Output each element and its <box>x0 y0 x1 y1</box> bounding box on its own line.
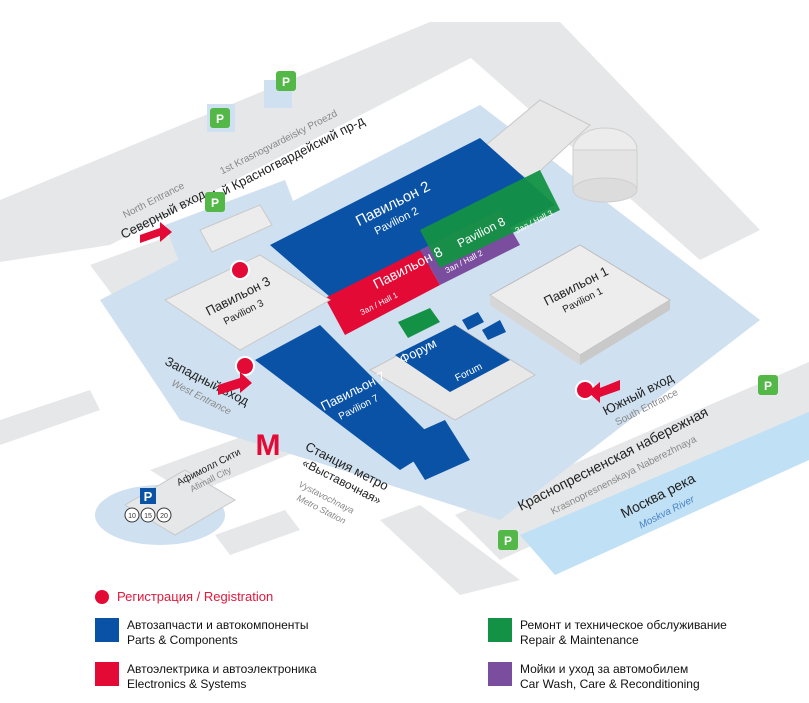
pavilion-2[interactable] <box>270 138 555 310</box>
svg-text:М: М <box>256 429 281 462</box>
registration-west <box>235 356 255 376</box>
pavilion-1-side <box>580 300 670 365</box>
entrance-arrows <box>140 222 620 403</box>
registration-points <box>230 260 595 400</box>
svg-text:20: 20 <box>160 513 168 520</box>
legend-electronics-en: Electronics & Systems <box>127 677 247 691</box>
legend: Регистрация / Registration Автозапчасти … <box>0 580 809 703</box>
legend-parts-swatch <box>95 618 119 642</box>
svg-text:10: 10 <box>128 513 136 520</box>
parking-icon-3: P <box>205 192 225 212</box>
registration-north <box>230 260 250 280</box>
svg-text:P: P <box>764 379 772 393</box>
pavilion-8-hall-3[interactable] <box>420 170 560 268</box>
registration-dot-icon <box>95 589 109 604</box>
parts-block-1 <box>462 312 484 330</box>
parts-block-2 <box>482 320 506 340</box>
legend-carwash: Мойки и уход за автомобилем Car Wash, Ca… <box>488 662 700 692</box>
pavilion-8-hall-1[interactable] <box>325 250 440 335</box>
legend-registration: Регистрация / Registration <box>95 589 273 604</box>
legend-parts: Автозапчасти и автокомпоненты Parts & Co… <box>95 618 309 648</box>
legend-carwash-swatch <box>488 662 512 686</box>
forum-core <box>395 325 510 392</box>
parking-icons: P P P P P <box>205 71 778 550</box>
legend-carwash-en: Car Wash, Care & Reconditioning <box>520 677 700 691</box>
pavilion-1-base <box>490 295 580 365</box>
south-arrow <box>588 380 620 403</box>
legend-repair-swatch <box>488 618 512 642</box>
svg-text:P: P <box>504 534 512 548</box>
svg-text:P: P <box>211 196 219 210</box>
parking-icon-5: P <box>498 530 518 550</box>
legend-repair-ru: Ремонт и техническое обслуживание <box>520 618 727 632</box>
moskva-river <box>520 412 809 575</box>
legend-repair-en: Repair & Maintenance <box>520 633 639 647</box>
pavilion-3[interactable] <box>163 254 331 351</box>
svg-text:P: P <box>216 112 224 126</box>
parking-icon-2: P <box>264 71 296 108</box>
parking-icon-4: P <box>758 375 778 395</box>
legend-electronics-ru: Автоэлектрика и автоэлектроника <box>127 662 317 676</box>
svg-text:15: 15 <box>144 513 152 520</box>
parking-icon-1: P <box>207 104 235 132</box>
pavilion-7[interactable] <box>255 325 440 470</box>
legend-carwash-ru: Мойки и уход за автомобилем <box>520 662 689 676</box>
legend-parts-en: Parts & Components <box>127 633 238 647</box>
svg-text:P: P <box>282 75 290 89</box>
afimall-city[interactable]: P 10 15 20 <box>95 469 236 545</box>
legend-parts-ru: Автозапчасти и автокомпоненты <box>127 618 309 632</box>
legend-registration-label: Регистрация / Registration <box>117 589 274 604</box>
pavilion-7-wing <box>400 420 470 480</box>
north-structure <box>199 204 273 253</box>
svg-text:P: P <box>144 489 153 504</box>
west-arrow <box>218 372 252 395</box>
north-arrow <box>140 222 172 243</box>
legend-electronics: Автоэлектрика и автоэлектроника Electron… <box>95 662 317 692</box>
metro-logo: М <box>256 429 281 462</box>
repair-block <box>398 308 440 338</box>
legend-repair: Ремонт и техническое обслуживание Repair… <box>488 618 727 648</box>
tower-building <box>479 99 638 203</box>
legend-electronics-swatch <box>95 662 119 686</box>
